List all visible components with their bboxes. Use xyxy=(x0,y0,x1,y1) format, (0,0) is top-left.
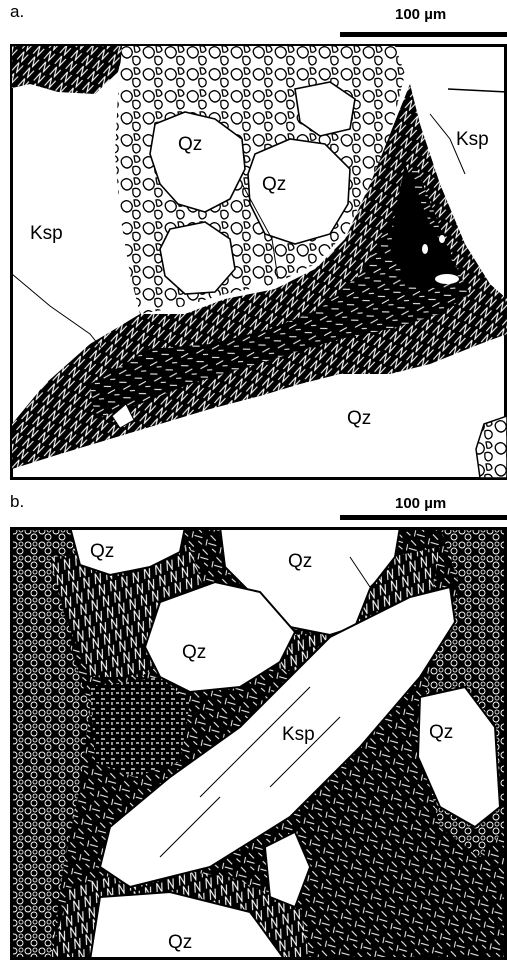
label-qz-left: Qz xyxy=(182,642,206,663)
label-ksp-right: Ksp xyxy=(456,129,489,150)
panel-b-letter: b. xyxy=(10,492,24,512)
label-ksp-center: Ksp xyxy=(282,724,315,745)
panel-a-micrograph: Qz Qz Ksp Ksp Qz xyxy=(10,44,507,480)
label-qz-right: Qz xyxy=(429,722,453,743)
label-qz-bottom: Qz xyxy=(168,932,192,953)
panel-a-scale-bar xyxy=(340,32,507,37)
panel-a-svg: Qz Qz Ksp Ksp Qz xyxy=(10,44,507,480)
panel-b-svg: Qz Qz Qz Ksp Qz Qz xyxy=(10,527,507,960)
label-qz-bottom: Qz xyxy=(347,408,371,429)
label-qz-top-right: Qz xyxy=(288,551,312,572)
panel-b-scale-bar xyxy=(340,515,507,520)
label-ksp-left: Ksp xyxy=(30,223,63,244)
panel-b-scale-label: 100 µm xyxy=(395,495,446,512)
label-qz-2: Qz xyxy=(262,174,286,195)
plate-cluster xyxy=(90,677,190,777)
panel-b-micrograph: Qz Qz Qz Ksp Qz Qz xyxy=(10,527,507,960)
panel-a-scale-label: 100 µm xyxy=(395,6,446,23)
pore-2 xyxy=(422,244,428,254)
label-qz-1: Qz xyxy=(178,134,202,155)
panel-a-letter: a. xyxy=(10,2,24,22)
pore-3 xyxy=(439,235,445,243)
label-qz-top-left: Qz xyxy=(90,541,114,562)
pore-1 xyxy=(435,274,459,284)
